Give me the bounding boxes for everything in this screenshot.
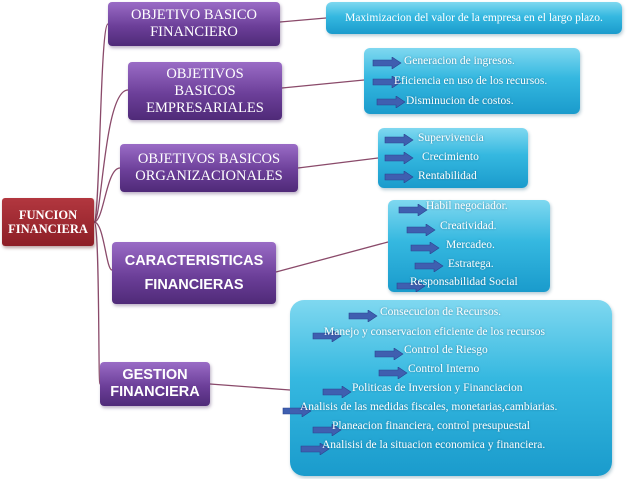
branch-gestion-financiera: GESTION FINANCIERA: [100, 362, 210, 406]
branch-title-line: ORGANIZACIONALES: [135, 168, 283, 184]
arrow-right-icon: [384, 152, 414, 164]
detail-item: Control de Riesgo: [404, 344, 488, 356]
branch-title-line: GESTION: [122, 367, 188, 383]
root-line: FUNCION: [18, 208, 78, 222]
detail-item: Crecimiento: [422, 151, 479, 163]
detail-item: Rentabilidad: [418, 170, 477, 182]
branch-title-line: FINANCIERA: [110, 384, 200, 400]
branch-title-line: CARACTERISTICAS: [124, 253, 264, 269]
arrow-right-icon: [374, 348, 404, 360]
branch-objetivos-basicos-empresariales: OBJETIVOS BASICOS EMPRESARIALES: [128, 62, 282, 120]
branch-caracteristicas-financieras: CARACTERISTICAS FINANCIERAS: [112, 242, 276, 304]
detail-item: Generacion de ingresos.: [404, 55, 515, 67]
arrow-right-icon: [376, 96, 406, 108]
arrow-right-icon: [372, 76, 402, 88]
detail-item: Creatividad.: [440, 220, 497, 232]
arrow-right-icon: [372, 57, 402, 69]
arrow-right-icon: [384, 134, 414, 146]
arrow-right-icon: [282, 405, 312, 417]
arrow-right-icon: [414, 260, 444, 272]
detail-item: Analisis de las medidas fiscales, moneta…: [300, 401, 558, 413]
branch-title-line: FINANCIERAS: [144, 277, 244, 293]
arrow-right-icon: [410, 242, 440, 254]
detail-item: Responsabilidad Social: [410, 276, 518, 288]
detail-item: Manejo y conservacion eficiente de los r…: [324, 326, 545, 338]
arrow-right-icon: [312, 330, 342, 342]
branch-title-line: BASICOS: [174, 82, 236, 99]
detail-item: Supervivencia: [418, 132, 484, 144]
detail-item: Politicas de Inversion y Financiacion: [352, 382, 523, 394]
arrow-right-icon: [406, 224, 436, 236]
branch-objetivos-basicos-organizacionales: OBJETIVOS BASICOS ORGANIZACIONALES: [120, 144, 298, 192]
detail-item: Estratega.: [448, 258, 494, 270]
arrow-right-icon: [398, 204, 428, 216]
detail-item: Disminucion de costos.: [406, 95, 514, 107]
branch-title-line: OBJETIVO BASICO: [130, 7, 258, 23]
arrow-right-icon: [378, 367, 408, 379]
arrow-right-icon: [348, 310, 378, 322]
detail-item: Control Interno: [408, 363, 480, 375]
detail-item: Eficiencia en uso de los recursos.: [394, 75, 548, 87]
branch-title-line: OBJETIVOS BASICOS: [137, 151, 281, 167]
root-line: FINANCIERA: [8, 222, 88, 236]
detail-item: Planeacion financiera, control presupues…: [332, 420, 530, 432]
branch-objetivo-basico-financiero: OBJETIVO BASICO FINANCIERO: [108, 2, 280, 46]
detail-item: Analisisi de la situacion economica y fi…: [322, 439, 546, 451]
branch-title-line: EMPRESARIALES: [146, 99, 264, 116]
arrow-right-icon: [322, 386, 352, 398]
arrow-right-icon: [312, 424, 342, 436]
detail-objetivo-basico-financiero: Maximizacion del valor de la empresa en …: [326, 2, 622, 34]
detail-item: Maximizacion del valor de la empresa en …: [345, 12, 603, 24]
branch-title-line: OBJETIVOS: [166, 65, 244, 82]
branch-title-line: FINANCIERO: [150, 24, 238, 40]
arrow-right-icon: [300, 443, 330, 455]
arrow-right-icon: [384, 171, 414, 183]
detail-item: Consecucion de Recursos.: [380, 306, 502, 318]
detail-item: Mercadeo.: [446, 239, 495, 251]
arrow-right-icon: [396, 280, 426, 292]
root-node-funcion-financiera: FUNCION FINANCIERA: [2, 198, 94, 246]
detail-item: Habil negociador.: [426, 200, 508, 212]
